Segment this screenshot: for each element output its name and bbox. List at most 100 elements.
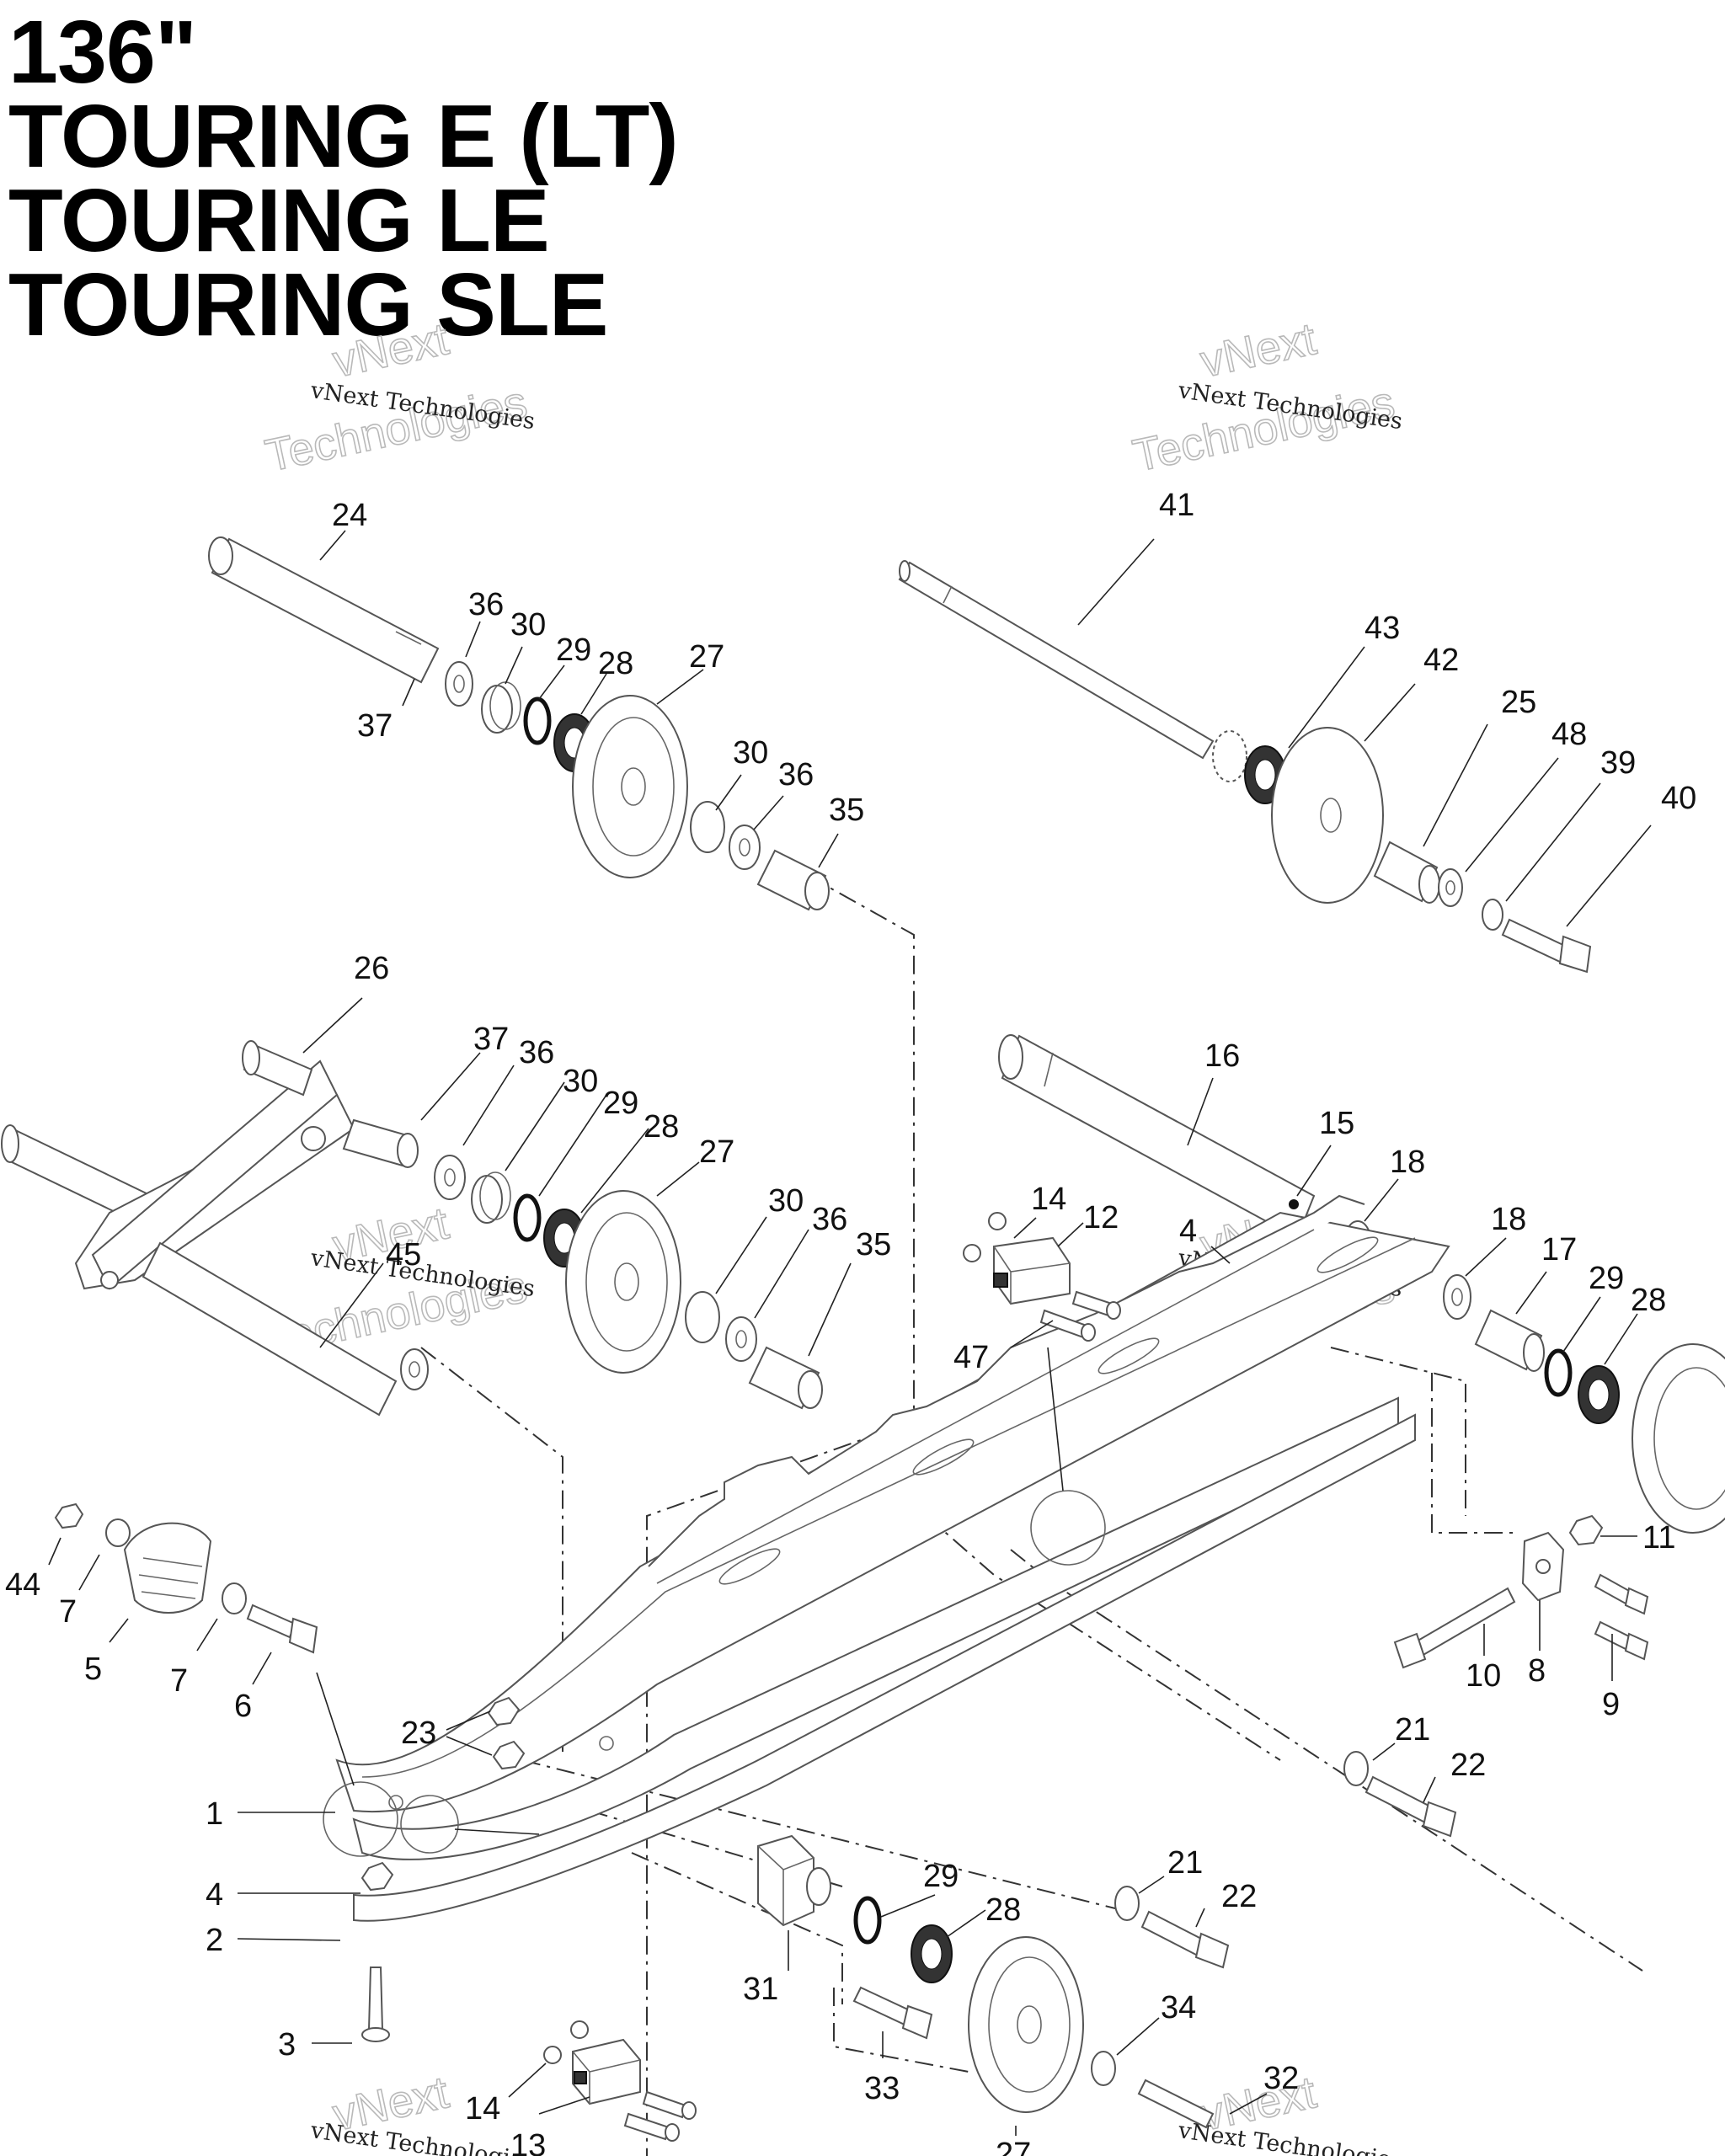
svg-text:vNext: vNext bbox=[1196, 313, 1321, 387]
sleeve-17 bbox=[1474, 1309, 1545, 1372]
label-6: 6 bbox=[234, 1689, 252, 1724]
bolt-22-upper bbox=[1365, 1775, 1457, 1838]
label-34: 34 bbox=[1161, 1990, 1196, 2025]
bearing-28-lower bbox=[911, 1924, 953, 1983]
slide-rail bbox=[335, 1194, 1450, 1860]
label-22: 22 bbox=[1221, 1879, 1257, 1914]
wheel-27-top bbox=[572, 695, 688, 878]
label-7: 7 bbox=[170, 1663, 188, 1699]
bolts-lower-slider bbox=[623, 2090, 697, 2142]
spacer-36-mid-outer bbox=[725, 1316, 757, 1362]
leaders-right-hw bbox=[1483, 1535, 1637, 1681]
spacer-18b bbox=[1443, 1274, 1471, 1320]
label-31: 31 bbox=[743, 1972, 778, 2007]
watermark-bottom-left: vNext vNext Technologies bbox=[308, 2067, 537, 2156]
label-8: 8 bbox=[1528, 1653, 1546, 1689]
label-47: 47 bbox=[953, 1340, 989, 1375]
svg-text:vNext Technologies: vNext Technologies bbox=[1176, 2117, 1404, 2156]
title-line-2: TOURING E (LT) bbox=[8, 87, 679, 186]
retaining-ring-29 bbox=[523, 696, 552, 745]
label-14: 14 bbox=[1031, 1182, 1066, 1217]
washer-45 bbox=[400, 1348, 429, 1390]
detail-circles bbox=[323, 1490, 1106, 1857]
label-21: 21 bbox=[1395, 1712, 1430, 1748]
leaders-lower-center bbox=[454, 1828, 1268, 2136]
leaders-lower-hw bbox=[237, 1710, 1436, 2044]
label-4: 4 bbox=[1179, 1214, 1197, 1249]
label-28: 28 bbox=[985, 1892, 1021, 1928]
label-2: 2 bbox=[206, 1923, 223, 1958]
label-37: 37 bbox=[473, 1022, 509, 1057]
washer-14-upper bbox=[963, 1212, 1007, 1262]
washer-34 bbox=[1091, 2051, 1116, 2086]
sleeve-25 bbox=[1373, 841, 1440, 904]
label-18: 18 bbox=[1491, 1202, 1526, 1237]
bolt-40 bbox=[1501, 918, 1592, 974]
sleeve-35 bbox=[756, 849, 830, 911]
svg-text:vNext: vNext bbox=[328, 313, 453, 387]
label-43: 43 bbox=[1365, 611, 1400, 646]
label-16: 16 bbox=[1204, 1038, 1240, 1074]
label-36: 36 bbox=[519, 1035, 554, 1070]
bushing-37 bbox=[342, 1118, 419, 1168]
label-37: 37 bbox=[357, 708, 393, 744]
washer-21-lower bbox=[1114, 1886, 1140, 1921]
idler-bracket-31 bbox=[757, 1834, 831, 1927]
label-18: 18 bbox=[1390, 1145, 1425, 1180]
washer-7a bbox=[105, 1518, 131, 1547]
label-25: 25 bbox=[1501, 685, 1536, 720]
label-35: 35 bbox=[856, 1227, 891, 1262]
watermark-top-right: vNext Technologies vNext Technologies bbox=[1128, 313, 1404, 483]
nut-4-lower bbox=[360, 1861, 394, 1892]
spacer-36 bbox=[445, 661, 473, 707]
label-36: 36 bbox=[812, 1202, 847, 1237]
bushing-30-mid-outer bbox=[685, 1291, 720, 1343]
label-9: 9 bbox=[1602, 1687, 1620, 1722]
label-10: 10 bbox=[1466, 1658, 1501, 1694]
bracket-8 bbox=[1521, 1531, 1565, 1602]
label-40: 40 bbox=[1661, 781, 1696, 816]
spacer-36-outer bbox=[729, 825, 761, 870]
label-5: 5 bbox=[84, 1652, 102, 1687]
label-23: 23 bbox=[401, 1716, 436, 1751]
bushing-30-mid bbox=[471, 1171, 511, 1224]
label-22: 22 bbox=[1450, 1748, 1486, 1783]
label-4: 4 bbox=[206, 1877, 223, 1913]
bearing-28-right bbox=[1578, 1365, 1620, 1424]
bushing-30 bbox=[481, 681, 521, 734]
bolt-33 bbox=[852, 1986, 933, 2040]
label-41: 41 bbox=[1159, 488, 1194, 523]
wheel-partial-right bbox=[1632, 1343, 1725, 1534]
leaders-top-left bbox=[319, 530, 839, 868]
label-36: 36 bbox=[778, 757, 814, 792]
svg-text:vNext Technologies: vNext Technologies bbox=[308, 2117, 537, 2156]
bolt-32 bbox=[1137, 2079, 1215, 2129]
label-29: 29 bbox=[1589, 1261, 1624, 1296]
leaders-mid-right bbox=[1187, 1077, 1638, 1365]
bolt-6 bbox=[246, 1604, 318, 1654]
label-30: 30 bbox=[510, 607, 546, 643]
nuts-23 bbox=[487, 1696, 526, 1770]
label-27: 27 bbox=[996, 2137, 1031, 2156]
label-29: 29 bbox=[603, 1086, 638, 1121]
diagram-title: 136" TOURING E (LT) TOURING LE TOURING S… bbox=[8, 8, 679, 350]
crossbar-frame-26 bbox=[1, 1040, 398, 1417]
nut-44 bbox=[54, 1502, 84, 1529]
snap-ring-43 bbox=[1212, 730, 1247, 782]
label-32: 32 bbox=[1263, 2061, 1299, 2096]
wheel-27-mid bbox=[565, 1190, 681, 1374]
label-48: 48 bbox=[1551, 717, 1587, 752]
label-42: 42 bbox=[1423, 643, 1459, 678]
label-36: 36 bbox=[468, 587, 504, 622]
label-27: 27 bbox=[689, 639, 724, 675]
label-24: 24 bbox=[332, 498, 367, 533]
label-21: 21 bbox=[1167, 1845, 1203, 1881]
label-26: 26 bbox=[354, 951, 389, 986]
slider-block-13 bbox=[572, 2038, 641, 2105]
label-13: 13 bbox=[510, 2128, 546, 2156]
label-35: 35 bbox=[829, 792, 864, 828]
retaining-ring-29-mid bbox=[513, 1193, 542, 1242]
washers-14-lower bbox=[543, 2020, 589, 2064]
screw-3 bbox=[361, 1967, 390, 2042]
